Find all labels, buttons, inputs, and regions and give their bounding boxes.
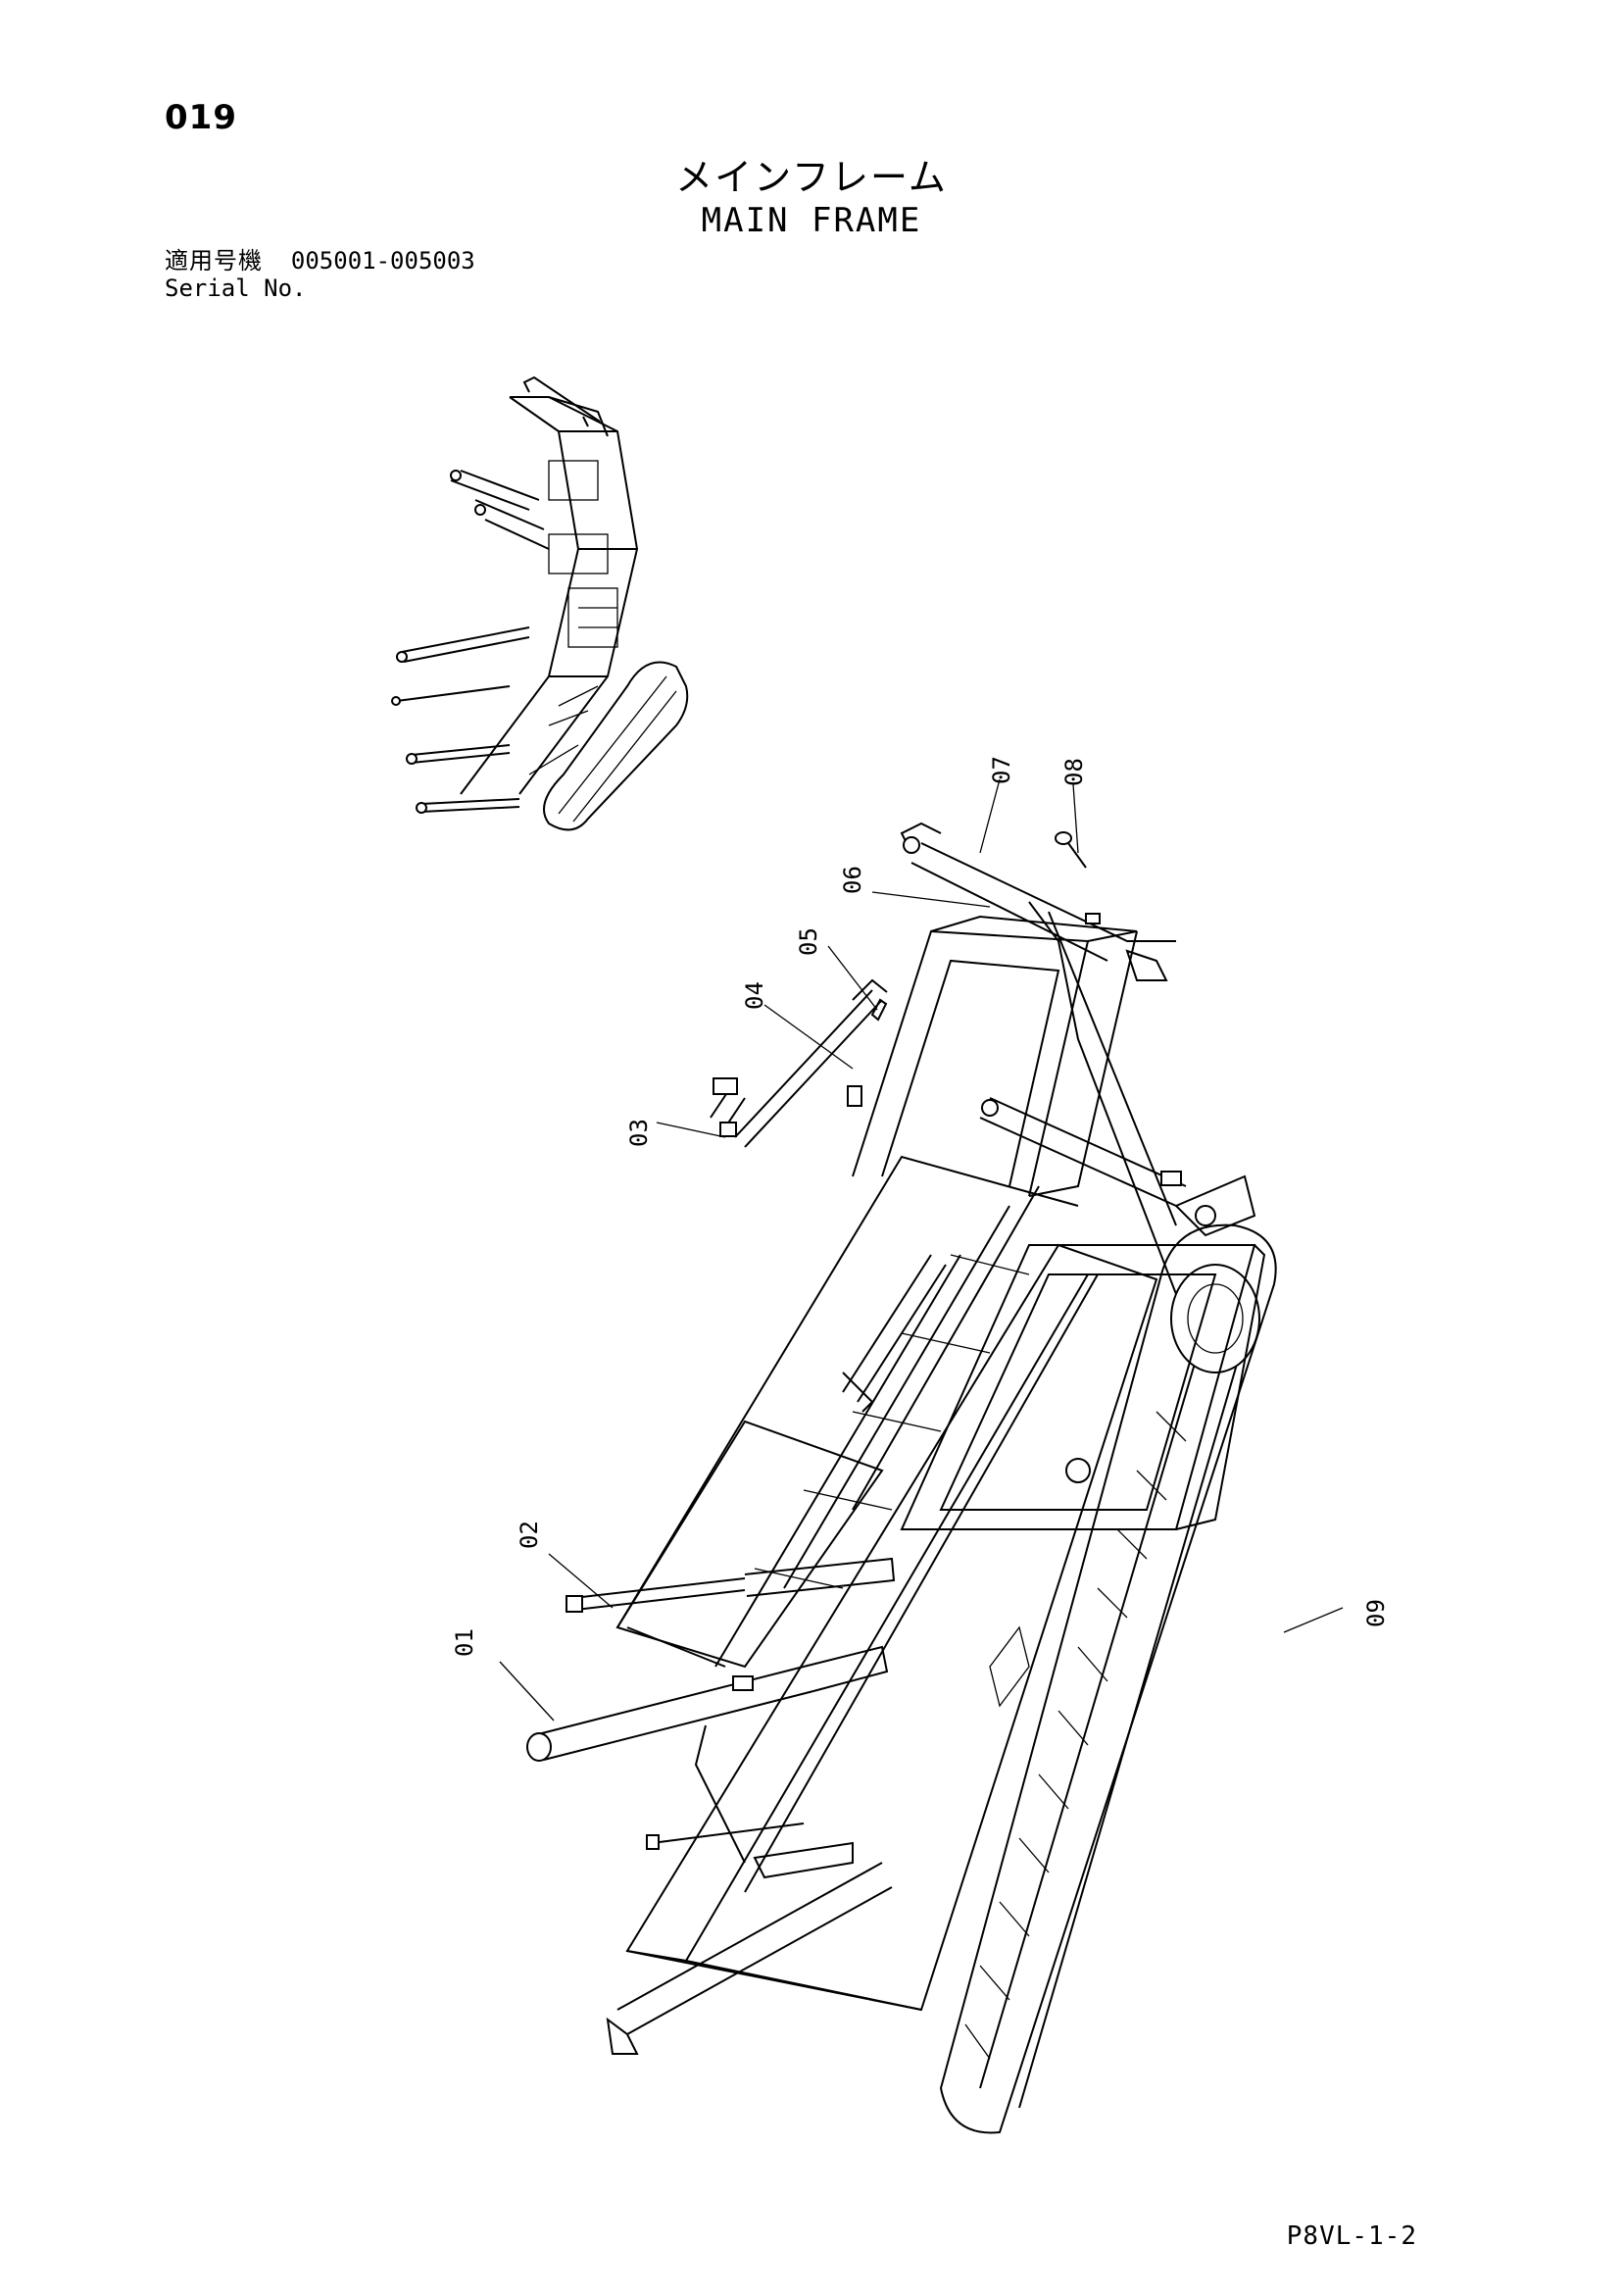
front-frame [900,1174,1266,1530]
part-08-bolt [1055,831,1087,869]
lower-frame-arm [606,1724,893,2055]
overview-thumbnail [391,375,689,831]
callout-05: 05 [795,927,822,956]
callout-04: 04 [741,981,768,1010]
title-japanese: メインフレーム [675,156,948,199]
rear-frame [852,822,1177,1295]
part-01-pipe [526,1645,889,1762]
callout-labels: 01 02 03 04 05 06 07 08 09 [451,756,1390,1657]
main-frame-drawing: 01 02 03 04 05 06 07 08 09 [451,756,1390,2134]
part-05-pin [870,998,888,1022]
callout-08: 08 [1060,758,1088,786]
part-03-link [710,1077,746,1137]
callout-09: 09 [1362,1599,1390,1627]
crawler-track [939,1223,1277,2134]
part-04-strut [734,978,888,1148]
page-number: 019 [165,98,237,137]
part-02-cylinder [566,1557,896,1613]
callout-07: 07 [988,756,1015,784]
main-beam [625,1243,1158,2012]
callout-01: 01 [451,1628,478,1657]
serial-label-jp: 適用号機 [165,247,263,275]
serial-info: 適用号機 005001-005003 Serial No. [165,247,475,302]
callout-03: 03 [625,1119,653,1147]
serial-range: 005001-005003 [290,247,475,275]
callout-06: 06 [839,866,866,894]
leader-lines [499,778,1344,1722]
serial-row-jp: 適用号機 005001-005003 [165,247,475,275]
frame-rails [615,1155,1079,1669]
serial-label-en: Serial No. [165,275,307,302]
document-code: P8VL-1-2 [1286,2221,1417,2251]
callout-02: 02 [516,1521,543,1549]
diagonal-arm [842,1097,1187,1413]
title-english: MAIN FRAME [701,201,922,240]
